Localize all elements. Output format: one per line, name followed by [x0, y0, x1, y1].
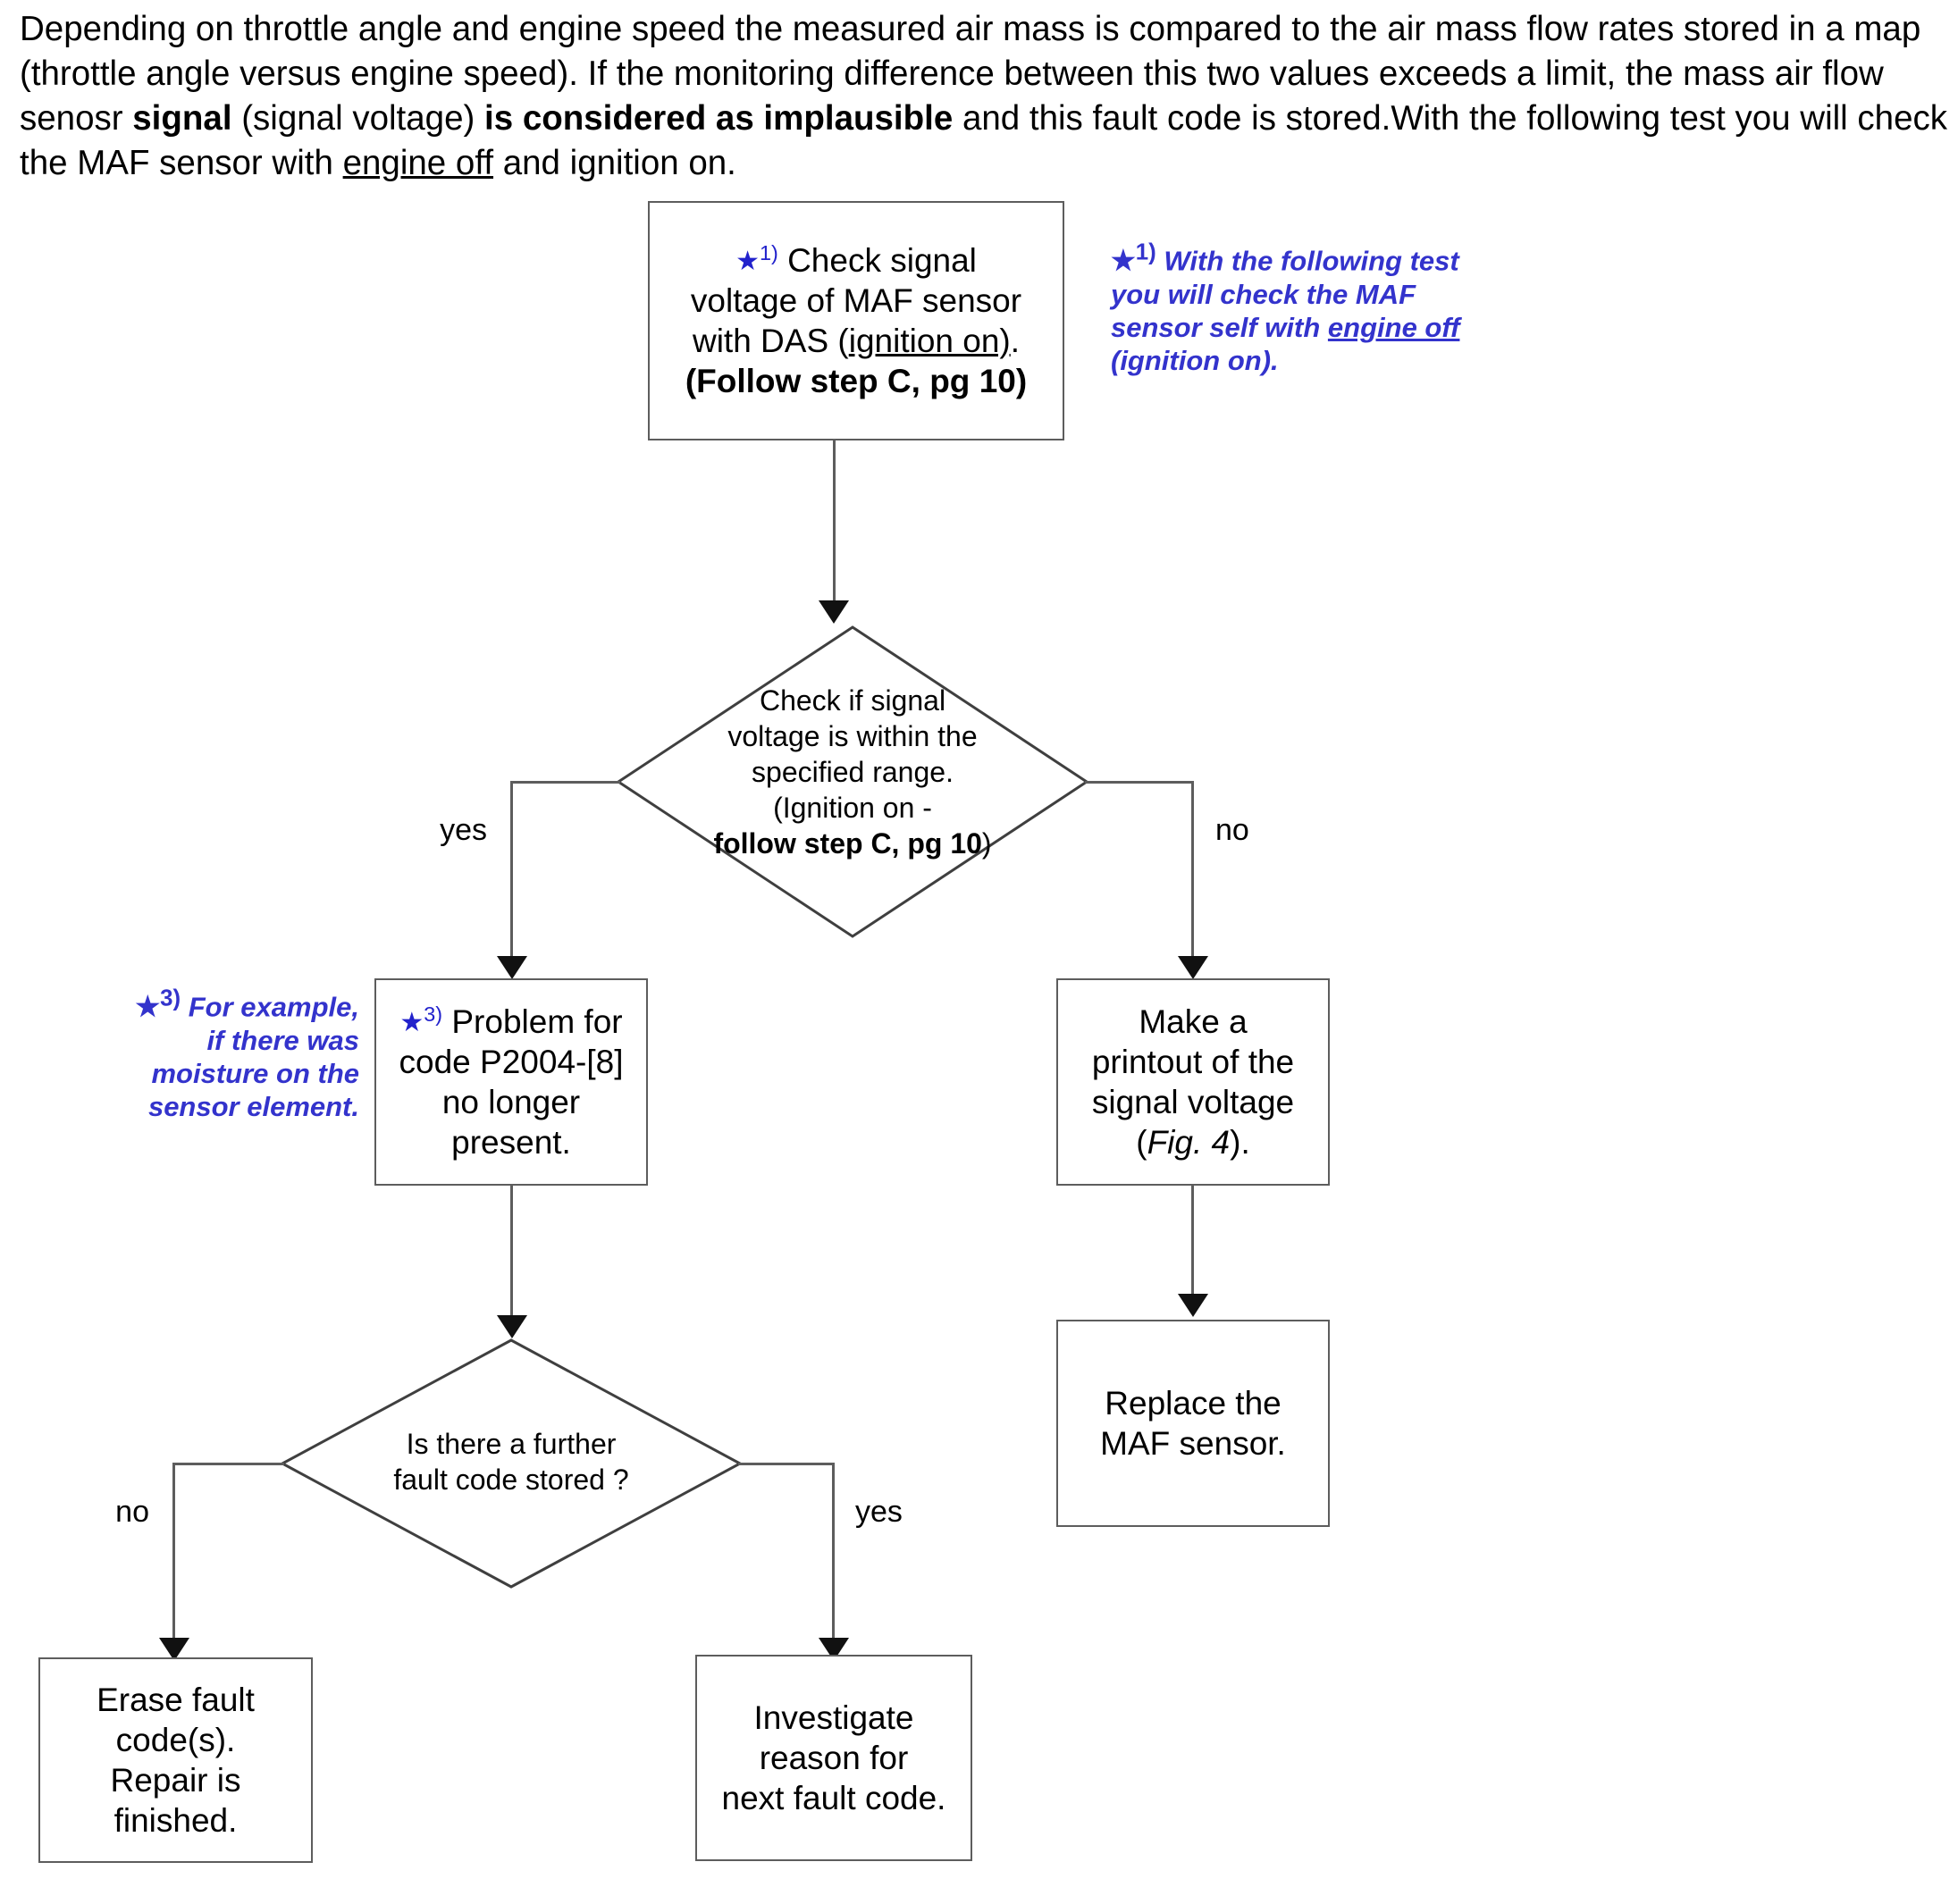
note-1-line1: ★1) With the following test — [1111, 240, 1459, 277]
node-erase-line2: code(s). — [115, 1721, 236, 1758]
connector-decision2-yes-vertical — [832, 1463, 835, 1654]
note-1-text: ★1) With the following test you will che… — [1111, 239, 1495, 377]
node-printout-line3: signal voltage — [1091, 1084, 1295, 1120]
note-3-line2: if there was — [206, 1024, 359, 1056]
arrowhead-erase-box — [159, 1638, 189, 1661]
arrowhead-problem-box — [497, 956, 527, 979]
node-check-signal-voltage-line3: with DAS (ignition on). — [692, 323, 1021, 359]
connector-node1-to-decision1 — [833, 440, 836, 606]
intro-text-bold-implausible: is considered as implausible — [484, 99, 954, 138]
arrowhead-decision2 — [497, 1315, 527, 1338]
node-erase-line1: Erase fault — [97, 1681, 255, 1718]
decision2-text: Is there a further fault code stored ? — [281, 1426, 742, 1497]
connector-decision1-yes-vertical — [510, 781, 513, 970]
intro-text-underline-engine-off: engine off — [342, 144, 494, 183]
arrowhead-printout-box — [1178, 956, 1208, 979]
decision1-shape — [616, 625, 1089, 938]
connector-decision1-no-horizontal — [1085, 781, 1194, 784]
node-replace-maf-sensor[interactable]: Replace the MAF sensor. — [1056, 1320, 1330, 1527]
node-problem-no-longer-present[interactable]: ★3) Problem for code P2004-[8] no longer… — [374, 978, 648, 1186]
node-problem-line3: no longer — [441, 1084, 581, 1120]
node-investigate-next-fault[interactable]: Investigate reason for next fault code. — [695, 1655, 972, 1861]
intro-text-bold-signal: signal — [132, 99, 232, 138]
connector-decision2-no-horizontal — [173, 1463, 284, 1465]
decision1-line1: Check if signal — [759, 684, 946, 717]
note-3-text: ★3) For example, if there was moisture o… — [100, 986, 359, 1123]
intro-text-3: and this fault code is stored.With the f… — [20, 99, 1948, 183]
intro-text-2: (signal voltage) — [231, 99, 485, 138]
note-1-line3: sensor self with engine off — [1111, 311, 1460, 343]
connector-decision1-no-vertical — [1191, 781, 1194, 970]
footnote-marker-3-note: ★3) — [135, 986, 181, 1023]
decision2-line2: fault code stored ? — [393, 1464, 629, 1496]
edge-label-decision1-no: no — [1215, 813, 1249, 847]
node-check-signal-voltage-line1: ★1) Check signal — [735, 240, 977, 279]
note-3-line3: moisture on the — [151, 1057, 359, 1089]
node-problem-line1: ★3) Problem for — [399, 1002, 623, 1040]
arrowhead-replace-box — [1178, 1294, 1208, 1317]
node-decision-further-fault-code[interactable]: Is there a further fault code stored ? — [279, 1338, 744, 1589]
node-check-signal-voltage-line2: voltage of MAF sensor — [690, 281, 1022, 319]
node-make-printout[interactable]: Make a printout of the signal voltage (F… — [1056, 978, 1330, 1186]
intro-text-1: Depending on throttle angle and engine s… — [20, 10, 1921, 138]
decision1-line5: follow step C, pg 10) — [713, 827, 992, 860]
node-erase-fault-codes[interactable]: Erase fault code(s). Repair is finished. — [38, 1657, 313, 1863]
intro-paragraph: Depending on throttle angle and engine s… — [20, 7, 1950, 186]
edge-label-decision2-yes: yes — [855, 1495, 903, 1529]
intro-text-4: and ignition on. — [493, 144, 736, 183]
node-problem-line4: present. — [451, 1124, 571, 1162]
decision2-line1: Is there a further — [406, 1428, 617, 1460]
node-check-signal-voltage-line4: (Follow step C, pg 10) — [685, 363, 1028, 400]
node-erase-line4: finished. — [113, 1802, 238, 1840]
connector-problem-to-decision2 — [510, 1186, 513, 1321]
footnote-marker-3: ★3) — [399, 1002, 443, 1037]
node-investigate-line1: Investigate — [753, 1699, 914, 1736]
decision1-line4: (Ignition on - — [773, 792, 932, 824]
node-printout-line1: Make a — [1139, 1002, 1248, 1040]
node-decision-signal-in-range[interactable]: Check if signal voltage is within the sp… — [616, 625, 1089, 938]
footnote-marker-1: ★1) — [735, 240, 778, 276]
connector-decision1-yes-horizontal — [511, 781, 620, 784]
arrowhead-decision1 — [819, 600, 849, 624]
footnote-marker-1-note: ★1) — [1111, 240, 1156, 277]
note-1-line2: you will check the MAF — [1111, 278, 1416, 310]
node-replace-line1: Replace the — [1105, 1384, 1282, 1422]
edge-label-decision1-yes: yes — [440, 813, 487, 847]
connector-printout-to-replace — [1191, 1186, 1194, 1302]
node-replace-line2: MAF sensor. — [1100, 1425, 1286, 1462]
connector-decision2-yes-horizontal — [738, 1463, 835, 1465]
decision2-shape — [279, 1338, 744, 1589]
node-printout-line2: printout of the — [1091, 1043, 1295, 1080]
node-check-signal-voltage[interactable]: ★1) Check signal voltage of MAF sensor w… — [648, 201, 1064, 440]
node-problem-line2: code P2004-[8] — [399, 1043, 624, 1080]
node-investigate-line2: reason for — [759, 1739, 909, 1776]
node-investigate-line3: next fault code. — [721, 1780, 946, 1817]
note-3-line1: ★3) For example, — [135, 986, 359, 1023]
decision1-line2: voltage is within the — [727, 720, 978, 752]
edge-label-decision2-no: no — [115, 1495, 149, 1529]
node-printout-line4: (Fig. 4). — [1136, 1124, 1250, 1162]
node-erase-line3: Repair is — [110, 1762, 241, 1799]
connector-decision2-no-vertical — [172, 1463, 175, 1654]
note-3-line4: sensor element. — [147, 1090, 359, 1122]
decision1-line3: specified range. — [752, 756, 954, 788]
decision1-text: Check if signal voltage is within the sp… — [617, 683, 1088, 861]
note-1-line4: (ignition on). — [1111, 344, 1279, 376]
